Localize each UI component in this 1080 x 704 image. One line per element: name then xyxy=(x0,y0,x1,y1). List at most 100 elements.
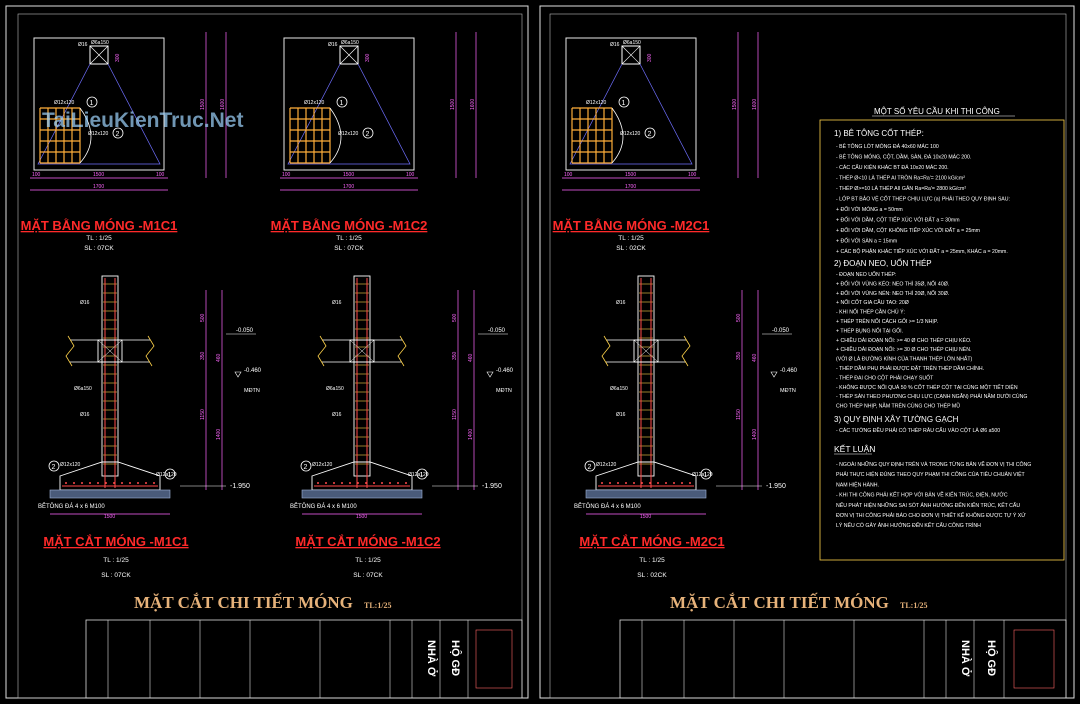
svg-text:1: 1 xyxy=(420,472,424,479)
note-line: NẾU PHÁT HIỆN NHỮNG SAI SÓT ẢNH HƯỞNG ĐẾ… xyxy=(836,501,1020,509)
note-line: - BÊ TÔNG LÓT MÓNG ĐÁ 40x60 MÁC 100 xyxy=(836,142,939,150)
rebar-marker-2 xyxy=(584,460,596,472)
svg-text:Ø12x120: Ø12x120 xyxy=(620,131,641,137)
level-ground: -0.460 xyxy=(496,368,514,374)
svg-text:1: 1 xyxy=(340,100,344,107)
watermark: TaiLieuKienTruc.Net xyxy=(42,109,243,132)
plan-scale: TL : 1/25 xyxy=(336,235,362,242)
svg-text:Ø12x120: Ø12x120 xyxy=(54,100,75,106)
note-line: - CÁC CẤU KIỆN KHÁC BT ĐÁ 10x20 MÁC 200. xyxy=(836,163,949,171)
svg-text:Ø12a120: Ø12a120 xyxy=(408,472,429,478)
note-line: NAM HIỆN HÀNH. xyxy=(836,480,879,488)
svg-text:1500: 1500 xyxy=(356,514,367,520)
svg-text:Ø16: Ø16 xyxy=(332,412,342,418)
plan-count: SL : 07CK xyxy=(84,245,114,252)
svg-text:1150: 1150 xyxy=(452,409,458,420)
column-elevation xyxy=(101,275,119,477)
natural-ground-label: MĐTN xyxy=(244,388,260,394)
note-line: + ĐỐI VỚI DẦM, CỘT TIẾP XÚC VỚI ĐẤT a = … xyxy=(836,217,960,224)
svg-text:1700: 1700 xyxy=(625,184,636,190)
svg-text:Ø6a150: Ø6a150 xyxy=(341,40,359,46)
rebar-marker-1 xyxy=(336,96,348,108)
svg-text:Ø12x120: Ø12x120 xyxy=(338,131,359,137)
svg-text:Ø6a150: Ø6a150 xyxy=(623,40,641,46)
svg-text:300: 300 xyxy=(647,53,653,62)
svg-text:500: 500 xyxy=(452,313,458,322)
note-line: - THÉP DẦM PHỤ PHẢI ĐƯỢC ĐẶT TRÊN THÉP D… xyxy=(836,364,984,372)
concrete-label: BÊTÔNG ĐÁ 4 x 6 M100 xyxy=(290,502,357,510)
section-title: MẶT CẮT MÓNG -M1C2 xyxy=(295,534,440,549)
section-title: MẶT CẮT MÓNG -M1C1 xyxy=(43,534,188,549)
sheet-title-left: MẶT CẮT CHI TIẾT MÓNG xyxy=(134,593,353,612)
svg-text:Ø16: Ø16 xyxy=(80,300,90,306)
rebar-marker-2 xyxy=(48,460,60,472)
title-block-right: NHÀ Ở HỘ GĐ xyxy=(619,619,1067,699)
section-title: MẶT CẮT MÓNG -M2C1 xyxy=(579,534,724,549)
note-line: - THÉP SÀN THEO PHƯƠNG CHỊU LỰC (CẠNH NG… xyxy=(836,392,1027,400)
svg-text:2: 2 xyxy=(116,131,120,138)
svg-text:Ø12x120: Ø12x120 xyxy=(88,131,109,137)
svg-text:1600: 1600 xyxy=(220,99,226,110)
svg-text:Ø6a150: Ø6a150 xyxy=(610,386,628,392)
section-scale: TL : 1/25 xyxy=(355,557,381,564)
note-line: - THÉP Ø<10 LÀ THÉP AI TRÒN Ra=Ra'= 2100… xyxy=(836,175,965,182)
svg-text:1500: 1500 xyxy=(625,172,636,178)
svg-text:100: 100 xyxy=(564,172,573,178)
natural-ground-label: MĐTN xyxy=(496,388,512,394)
svg-text:Ø12x120: Ø12x120 xyxy=(304,100,325,106)
footing-outline xyxy=(283,37,415,171)
footing-outline xyxy=(33,37,165,171)
column-section xyxy=(621,45,641,65)
notes-section-3-items: - CÁC TƯỜNG ĐỀU PHẢI CÓ THÉP RÂU CẤU VÀO… xyxy=(836,427,1000,434)
level-ground: -0.460 xyxy=(780,368,798,374)
svg-text:1600: 1600 xyxy=(470,99,476,110)
svg-text:Ø16: Ø16 xyxy=(78,42,88,48)
note-line: - THÉP ĐAI CHO CỘT PHẢI CHẠY SUỐT xyxy=(836,374,934,381)
plan-scale: TL : 1/25 xyxy=(618,235,644,242)
plan-title: MẶT BẰNG MÓNG -M1C1 xyxy=(21,218,178,233)
sheet-scale-left: TL:1/25 xyxy=(364,601,392,610)
footing-outline xyxy=(565,37,697,171)
svg-text:100: 100 xyxy=(406,172,415,178)
tb-owner-left: HỘ GĐ xyxy=(449,640,462,676)
svg-text:Ø16: Ø16 xyxy=(332,300,342,306)
note-line: + ĐỐI VỚI SÀN a = 15mm xyxy=(836,238,897,245)
note-line: + ĐỐI VỚI VÙNG NÉN: NEO THÌ 20Ø, NỐI 30Ø… xyxy=(836,290,949,297)
tb-project-right: NHÀ Ở xyxy=(959,640,972,677)
plan-title: MẶT BẰNG MÓNG -M2C1 xyxy=(553,218,710,233)
level-top: -0.050 xyxy=(488,328,506,334)
column-section xyxy=(89,45,109,65)
lean-concrete xyxy=(585,489,707,499)
svg-text:1500: 1500 xyxy=(343,172,354,178)
notes-section-4-items: - NGOÀI NHỮNG QUY ĐỊNH TRÊN VÀ TRONG TỪN… xyxy=(836,460,1031,529)
svg-text:350: 350 xyxy=(200,351,206,360)
section-scale: TL : 1/25 xyxy=(639,557,665,564)
svg-text:Ø6a150: Ø6a150 xyxy=(91,40,109,46)
svg-text:Ø12x120: Ø12x120 xyxy=(60,462,81,468)
note-line: + THÉP TRÊN NỐI CÁCH GỐI >= 1/3 NHỊP. xyxy=(836,317,938,325)
svg-text:1500: 1500 xyxy=(200,99,206,110)
svg-text:300: 300 xyxy=(365,53,371,62)
svg-text:1400: 1400 xyxy=(216,429,222,440)
section-count: SL : 07CK xyxy=(101,572,131,579)
section-drawing-1: BÊTÔNG ĐÁ 4 x 6 M10015005003501150460140… xyxy=(38,275,262,579)
tb-project-left: NHÀ Ở xyxy=(425,640,438,677)
rebar-marker-1 xyxy=(700,468,712,480)
note-line: - ĐOẠN NEO UỐN THÉP: xyxy=(836,271,896,278)
svg-text:1500: 1500 xyxy=(104,514,115,520)
notes-section-4: KẾT LUẬN xyxy=(834,444,875,454)
lean-concrete xyxy=(301,489,423,499)
note-line: + ĐỐI VỚI VÙNG KÉO: NEO THÌ 35Ø, NỐI 40Ø… xyxy=(836,280,949,287)
note-line: - KHÔNG ĐƯỢC NỐI QUÁ 50 % CỐT THÉP CỘT T… xyxy=(836,383,1018,391)
svg-text:Ø16: Ø16 xyxy=(616,300,626,306)
svg-text:2: 2 xyxy=(52,464,56,471)
note-line: - LỚP BT BẢO VỆ CỐT THÉP CHỊU LỰC (a) PH… xyxy=(836,195,1010,203)
notes-section-2-items: - ĐOẠN NEO UỐN THÉP: + ĐỐI VỚI VÙNG KÉO:… xyxy=(836,271,1027,410)
notes-frame xyxy=(819,119,1065,561)
tb-owner-right: HỘ GĐ xyxy=(985,640,998,676)
svg-text:500: 500 xyxy=(736,313,742,322)
note-line: CHO THÉP NHỊP, NẰM TRÊN CÙNG CHO THÉP MŨ xyxy=(836,402,960,410)
